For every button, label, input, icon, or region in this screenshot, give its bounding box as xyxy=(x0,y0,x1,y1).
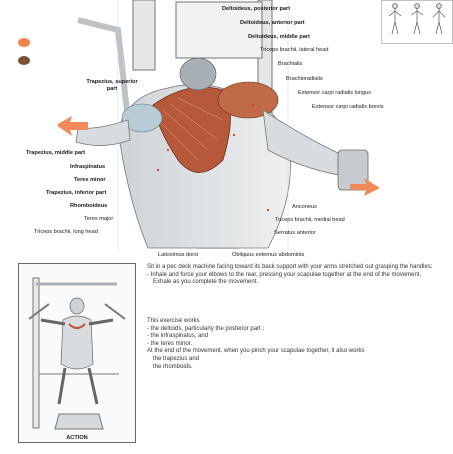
label-triceps-medial: Triceps brachii, medial head xyxy=(275,217,345,223)
brown-dot xyxy=(18,56,30,65)
orange-dot xyxy=(18,38,30,47)
works-text: This exercise works - the deltoids, part… xyxy=(147,318,439,371)
label-brachioradialis: Brachioradialis xyxy=(286,76,323,82)
label-teres-minor: Teres minor xyxy=(74,177,106,183)
works-line: the trapezius and xyxy=(153,355,200,362)
works-line: This exercise works xyxy=(147,318,200,324)
label-rhomboideus: Rhomboideus xyxy=(70,203,108,209)
label-infraspinatus: Infraspinatus xyxy=(70,164,106,170)
label-latissimus-dorsi: Latissimus dorsi xyxy=(158,252,199,258)
back-muscles-illustration xyxy=(58,0,380,250)
label-triceps-lateral: Triceps brachii, lateral head xyxy=(260,47,329,53)
action-illustration-frame xyxy=(18,263,136,443)
seated-figure-illustration xyxy=(28,277,126,430)
label-deltoideus-middle: Deltoideus, middle part xyxy=(248,34,310,40)
label-deltoideus-posterior: Deltoideus, posterior part xyxy=(222,6,291,12)
instruction-line: - Inhale and force your elbows to the re… xyxy=(147,271,422,278)
works-line: the rhomboids. xyxy=(153,363,193,370)
label-extensor-longus: Extensor carpi radialis longus xyxy=(298,90,372,96)
label-trapezius-middle: Trapezius, middle part xyxy=(26,150,86,156)
label-trapezius-superior: Trapezius, superior part xyxy=(86,79,138,92)
instruction-line: Exhale as you complete the movement. xyxy=(153,279,259,286)
label-obliquus-externus: Obliquus externus abdominis xyxy=(232,252,305,258)
label-brachialis: Brachialis xyxy=(278,61,303,67)
works-line: - the infraspinatus, and xyxy=(147,333,209,340)
label-trapezius-inferior: Trapezius, inferior part xyxy=(46,190,107,196)
label-teres-major: Teres major xyxy=(84,216,114,222)
label-anconeus: Anconeus xyxy=(292,204,317,210)
instruction-text: Sit in a pec deck machine facing toward … xyxy=(147,264,439,287)
label-deltoideus-anterior: Deltoideus, anterior part xyxy=(240,20,305,26)
works-line: - the deltoids, particularly the posteri… xyxy=(147,325,265,332)
label-serratus-anterior: Serratus anterior xyxy=(274,230,316,236)
standing-figures-illustration xyxy=(381,0,453,44)
instruction-line: Sit in a pec deck machine facing toward … xyxy=(147,264,433,270)
works-line: At the end of the movement, when you pin… xyxy=(147,348,365,355)
label-triceps-long: Triceps brachii, long head xyxy=(34,229,98,235)
action-label: ACTION xyxy=(66,435,88,441)
works-line: - the teres minor. xyxy=(147,340,193,347)
label-extensor-brevis: Extensor carpi radialis brevis xyxy=(312,104,384,110)
